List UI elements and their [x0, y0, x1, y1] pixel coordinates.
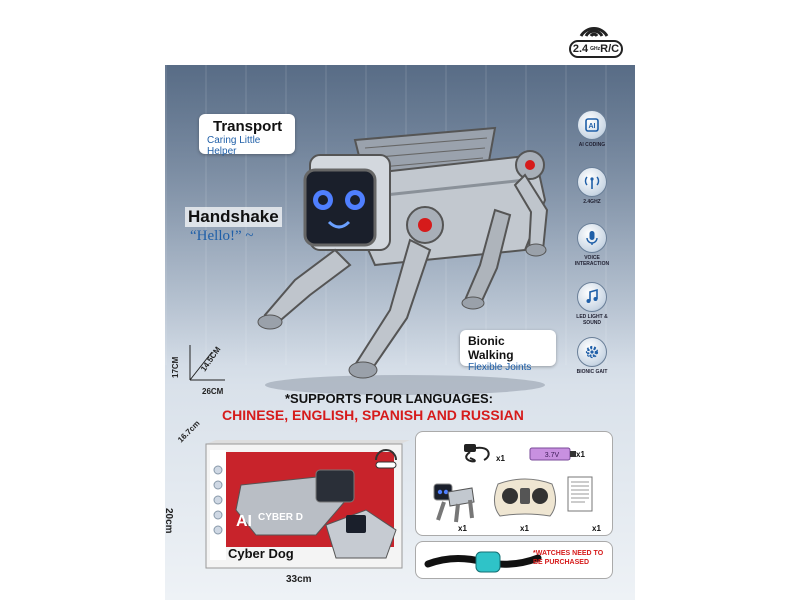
dog-smile-icon [327, 220, 351, 229]
dog-shoulder-joint [406, 206, 444, 244]
dog-eye-left-icon [313, 190, 333, 210]
dim-dog-length: 26CM [202, 387, 224, 396]
languages-headline: *SUPPORTS FOUR LANGUAGES: [285, 391, 494, 406]
callout-walking-subtitle: Flexible Joints [468, 362, 532, 373]
callout-handshake-title: Handshake [185, 207, 282, 227]
box-window-text: CYBER D [258, 512, 303, 523]
manual-icon [567, 476, 593, 512]
dim-dog-height: 17CM [171, 356, 180, 378]
feature-label: 2.4GHZ [583, 199, 601, 205]
dog-front-leg-left [263, 248, 352, 327]
accessories-panel: x1 3.7V x1 x1 x1 x1 [415, 431, 613, 536]
feature-ai-coding: AI AI CODING [572, 110, 612, 148]
cable-count: x1 [496, 454, 505, 463]
dog-dimension-lines [189, 345, 225, 381]
callout-transport-subtitle: Caring Little Helper [207, 135, 261, 157]
feature-label: AI CODING [578, 142, 606, 148]
box-brand: Cyber Dog [228, 546, 294, 561]
battery-count: x1 [576, 450, 585, 459]
callout-bionic-walking: Bionic Walking Flexible Joints [460, 330, 556, 373]
dog-foot-2 [348, 361, 378, 379]
feature-2-4ghz: 2.4GHZ [572, 167, 612, 205]
dog-face-screen [303, 168, 377, 247]
box-wifi-badge-icon [375, 449, 397, 469]
dim-box-height: 20cm [163, 508, 174, 534]
watch-panel [415, 541, 613, 579]
feature-bionic-gait: BIONIC GAIT [572, 337, 612, 375]
remote-control-icon [494, 478, 556, 517]
callout-transport: Transport Caring Little Helper [199, 114, 295, 157]
microphone-icon [577, 223, 607, 253]
charging-cable-icon [464, 444, 490, 463]
dog-hip-joint [515, 150, 545, 180]
music-note-icon [577, 282, 607, 312]
rc-ghz: GHz [590, 45, 601, 52]
antenna-icon [577, 167, 607, 197]
dog-foot-1 [257, 314, 283, 330]
rc-badge: 2.4 GHz R/C [565, 14, 625, 62]
feature-label: LED LIGHT & SOUND [576, 314, 608, 326]
mini-dog-icon [433, 483, 475, 523]
dog-eye-right-icon [345, 190, 365, 210]
robot-dog-illustration [257, 126, 549, 395]
callout-transport-title: Transport [213, 118, 283, 135]
smartwatch-icon [424, 551, 542, 573]
dim-box-width: 33cm [286, 574, 312, 585]
feature-label: BIONIC GAIT [576, 369, 608, 375]
feature-led-light-sound: LED LIGHT & SOUND [572, 282, 612, 326]
dog-count: x1 [458, 524, 467, 533]
ai-chip-icon: AI [577, 110, 607, 140]
rc-mode: R/C [600, 43, 620, 55]
wireless-signal-icon [579, 26, 609, 38]
watch-purchase-note: *WATCHES NEED TO BE PURCHASED [533, 550, 604, 566]
dog-foot-3 [525, 243, 547, 257]
battery-icon: 3.7V [529, 447, 576, 461]
dog-foot-4 [461, 296, 485, 310]
svg-text:AI: AI [589, 123, 596, 130]
callout-walking-title: Bionic Walking [468, 334, 514, 362]
callout-handshake-subtitle: “Hello!” ~ [190, 228, 254, 244]
gear-icon [577, 337, 607, 367]
rc-frequency: 2.4 [572, 43, 589, 55]
dog-shadow [265, 375, 545, 395]
product-box-illustration: AI CYBER D Cyber Dog [205, 440, 410, 569]
box-ai-mark: AI [236, 513, 252, 530]
remote-count: x1 [520, 524, 529, 533]
rc-label: 2.4 GHz R/C [569, 40, 623, 58]
languages-list: CHINESE, ENGLISH, SPANISH AND RUSSIAN [222, 407, 524, 423]
feature-voice-interaction: VOICE INTERACTION [572, 223, 612, 267]
feature-label: VOICE INTERACTION [574, 255, 610, 267]
box-top [206, 440, 410, 444]
svg-text:3.7V: 3.7V [545, 452, 560, 459]
manual-count: x1 [592, 524, 601, 533]
